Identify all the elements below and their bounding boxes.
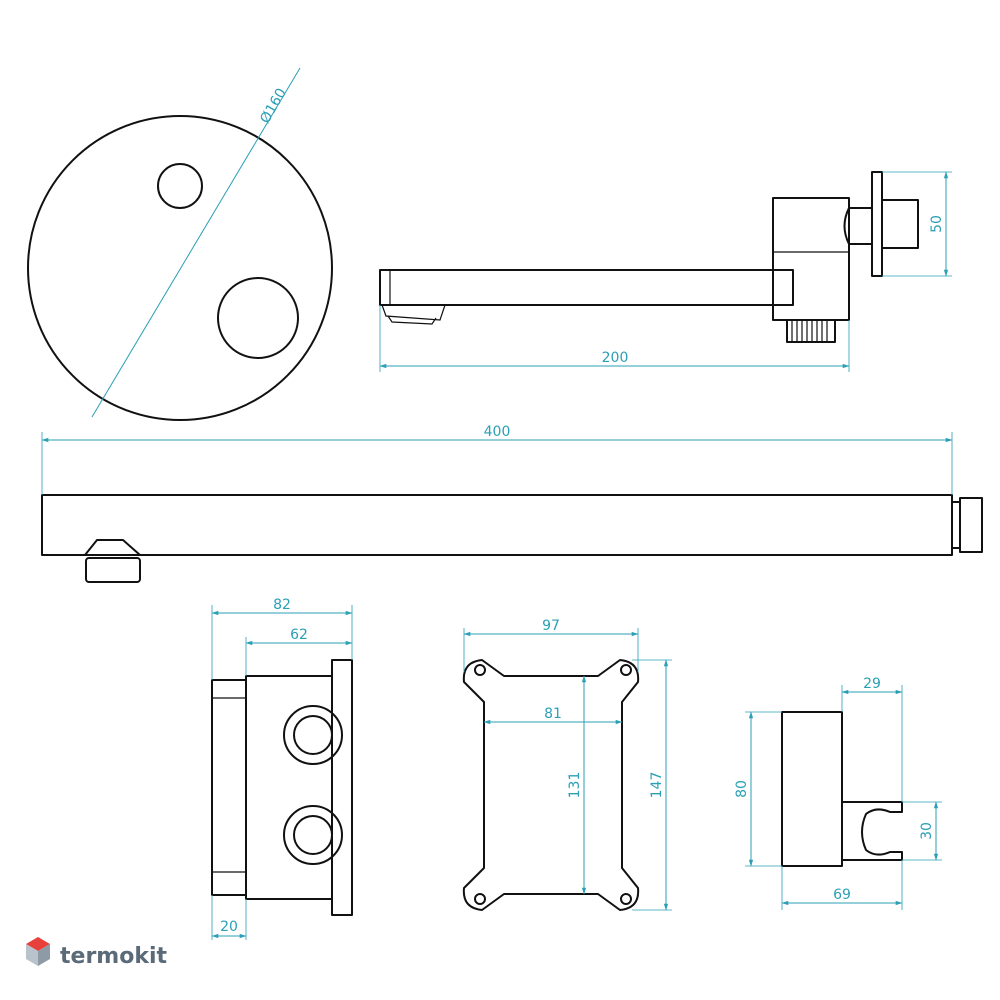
holder-width-label: 69 [833,887,851,903]
plate-height-inner-label: 131 [567,772,583,799]
box-depth-inner-label: 62 [290,627,308,643]
shower-holder: 80 29 30 69 [734,676,942,910]
holder-depth-label: 29 [863,676,881,692]
brand-logo: termokit [26,937,167,969]
shower-arm: 400 [41,424,983,583]
diameter-label: Ø160 [257,86,290,127]
concealed-box: 82 62 20 [211,597,353,940]
spout-side-view: 200 50 [379,171,952,372]
box-offset-label: 20 [220,919,238,935]
holder-cup-label: 30 [919,822,935,840]
round-cover-plate: Ø160 [27,67,333,421]
plate-width-inner-label: 81 [544,706,562,722]
box-depth-outer-label: 82 [273,597,291,613]
mounting-plate: 97 81 131 147 [462,618,672,911]
flange-height-label: 50 [929,215,945,233]
cube-icon [26,937,50,966]
diameter-dimension-line [91,67,301,418]
plate-width-outer-label: 97 [542,618,560,634]
spout-length-label: 200 [602,350,629,366]
plate-height-outer-label: 147 [649,772,665,799]
holder-height-label: 80 [734,780,750,798]
arm-length-label: 400 [484,424,511,440]
brand-name: termokit [60,944,167,969]
